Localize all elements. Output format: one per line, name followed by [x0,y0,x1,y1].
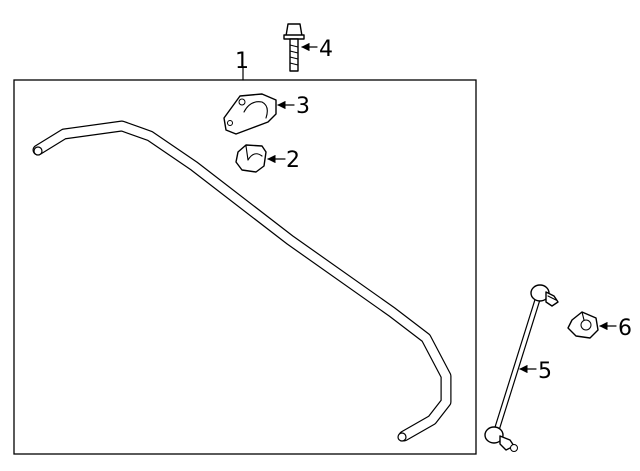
bushing [235,144,267,173]
callout-2-label: 2 [286,148,300,173]
kit-box [13,79,477,455]
callout-6-label: 6 [618,316,632,341]
stabilizer-link [484,284,559,452]
link-joint-bottom [484,426,504,444]
callout-5-label: 5 [538,359,552,384]
callout-1-label: 1 [235,49,249,74]
bolt [283,23,305,72]
link-bushing [567,311,599,339]
callout-4-label: 4 [319,37,333,62]
stabilizer-bar [32,120,452,442]
bar-end-eye-left [33,146,43,156]
bar-end-eye-right [397,432,407,442]
bracket [223,93,277,135]
callout-3-label: 3 [296,94,310,119]
